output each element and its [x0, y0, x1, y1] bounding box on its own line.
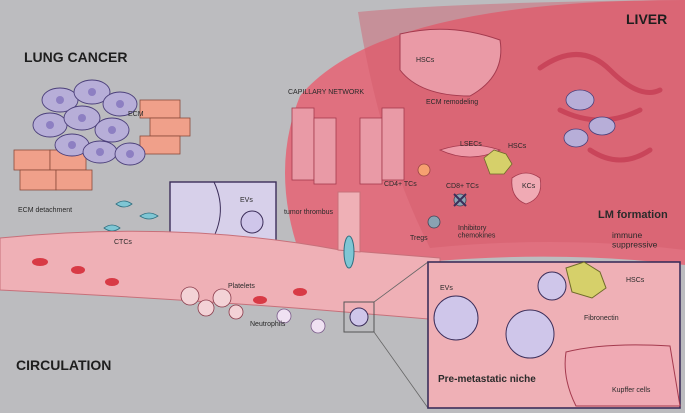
label-ecm-remodeling: ECM remodeling — [426, 99, 478, 106]
tumor-thrombus-cell — [343, 235, 355, 269]
capillary-network — [291, 107, 405, 185]
region-liver: LIVER — [626, 11, 667, 27]
label-platelets: Platelets — [228, 283, 255, 290]
label-cd4-tcs: CD4+ TCs — [384, 181, 417, 188]
label-ecm-detachment: ECM detachment — [18, 207, 72, 214]
label-neutrophils: Neutrophils — [250, 321, 286, 328]
hscs-ecm-structure — [399, 28, 502, 97]
label-lsecs: LSECs — [460, 141, 482, 148]
ctc-cells — [103, 200, 159, 232]
label-lm-formation: LM formation — [598, 209, 668, 221]
region-lung-cancer: LUNG CANCER — [24, 49, 127, 65]
lsec-cell — [438, 144, 502, 158]
tumor-cell-nuclei — [46, 88, 134, 158]
region-circulation: CIRCULATION — [16, 357, 111, 373]
label-hscs-top: HSCs — [416, 57, 435, 64]
label-ctcs: CTCs — [114, 239, 132, 246]
cd4-tc-cell — [417, 163, 431, 177]
label-hscs-mid: HSCs — [508, 143, 527, 150]
label-tumor-thrombus: tumor thrombus — [284, 209, 334, 216]
label-pre-metastatic-niche: Pre-metastatic niche — [438, 374, 536, 385]
label-niche-hscs: HSCs — [626, 277, 645, 284]
liver-organ — [285, 0, 685, 265]
ecm-tissue — [13, 99, 191, 191]
kupffer-cell-liver — [511, 172, 542, 205]
label-ecm: ECM — [128, 111, 144, 118]
platelet-cluster — [180, 286, 244, 320]
label-cd8-tcs: CD8+ TCs — [446, 183, 479, 190]
hsc-cell — [483, 149, 513, 175]
pre-metastatic-niche-box — [427, 261, 681, 409]
ev-zoom — [343, 261, 429, 409]
label-kcs: KCs — [522, 183, 536, 190]
treg-cell — [427, 215, 441, 229]
label-capillary-network: CAPILLARY NETWORK — [288, 89, 364, 96]
label-kupffer-cells: Kupffer cells — [612, 387, 651, 394]
label-fibronectin: Fibronectin — [584, 315, 619, 322]
label-niche-evs: EVs — [440, 285, 453, 292]
label-tregs: Tregs — [410, 235, 428, 242]
lm-tumor-cluster — [563, 89, 616, 148]
neutrophil-cells — [276, 308, 326, 334]
cd8-inhibition-cross — [453, 193, 467, 207]
red-blood-cells — [32, 258, 307, 304]
label-evs-inset: EVs — [240, 197, 253, 204]
